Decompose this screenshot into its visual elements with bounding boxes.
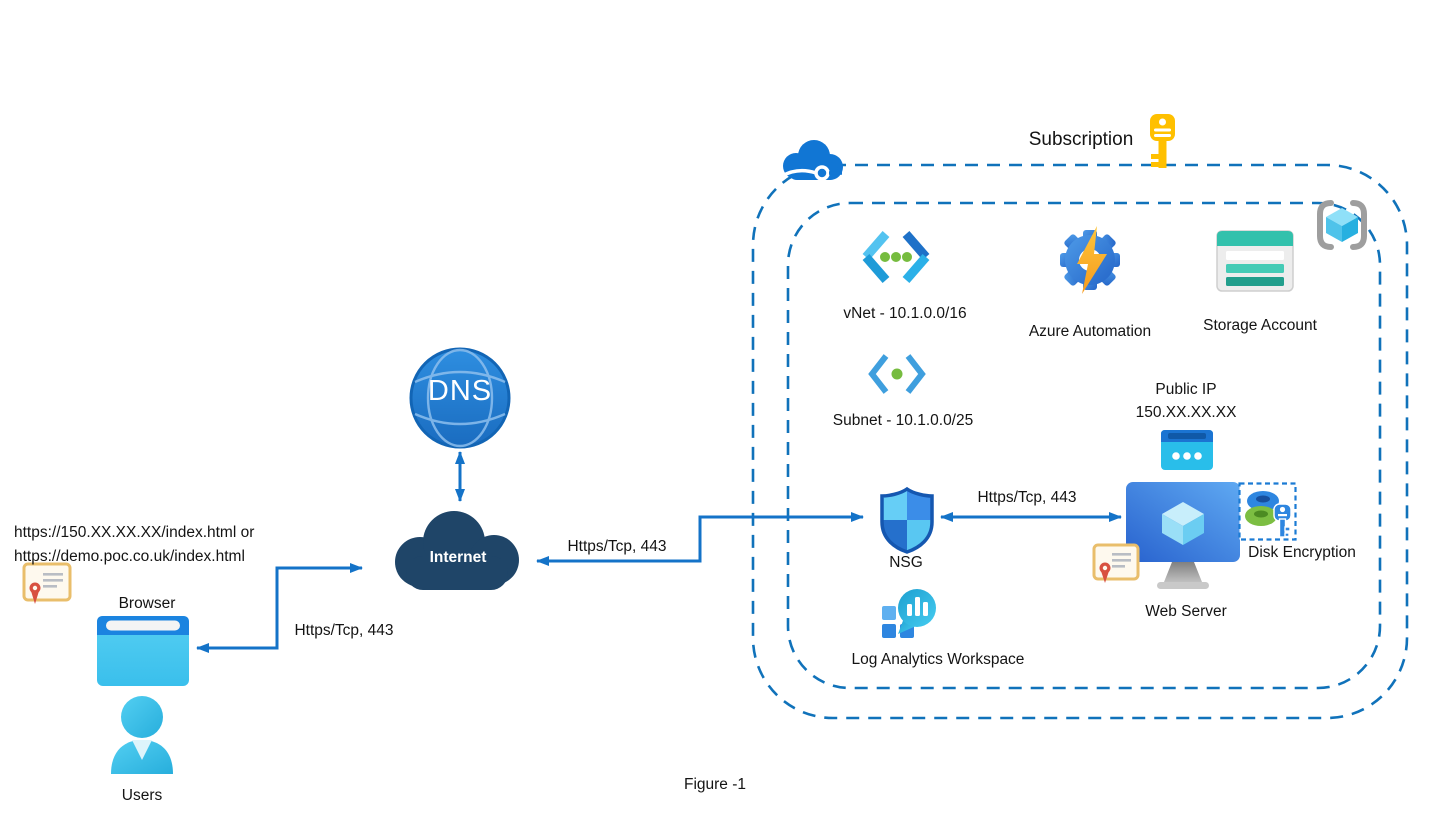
subnet-icon xyxy=(866,350,928,403)
internet-label: Internet xyxy=(429,549,487,566)
nsg-shield-icon xyxy=(878,486,936,561)
edge-label-browser-internet: Https/Tcp, 443 xyxy=(294,622,394,639)
resource-group-icon xyxy=(1313,198,1371,257)
web-server-label: Web Server xyxy=(1145,603,1227,620)
log-analytics-icon xyxy=(878,588,942,651)
subscription-boundary xyxy=(751,163,1409,720)
dns-icon xyxy=(408,346,512,455)
disk-encryption-icon xyxy=(1238,482,1300,549)
vnet-boundary xyxy=(786,201,1382,690)
vnet-icon xyxy=(858,228,934,291)
disk-encryption-label: Disk Encryption xyxy=(1248,544,1356,561)
certificate-icon xyxy=(1092,543,1140,590)
internet-cloud-icon xyxy=(380,502,530,599)
vnet-label: vNet - 10.1.0.0/16 xyxy=(843,305,967,322)
public-ip-line2: 150.XX.XX.XX xyxy=(1135,404,1237,421)
edge-label-internet-nsg: Https/Tcp, 443 xyxy=(567,538,667,555)
public-ip-line1: Public IP xyxy=(1155,381,1217,398)
subscription-label: Subscription xyxy=(1028,129,1134,150)
storage-account-label: Storage Account xyxy=(1203,317,1317,334)
url-line1: https://150.XX.XX.XX/index.html or xyxy=(14,524,255,541)
edge-internet-nsg xyxy=(536,512,864,566)
edge-browser-internet xyxy=(196,563,363,653)
browser-label: Browser xyxy=(118,595,176,612)
users-icon xyxy=(108,694,176,781)
subnet-label: Subnet - 10.1.0.0/25 xyxy=(832,412,974,429)
web-server-icon xyxy=(1126,480,1242,595)
subscription-key-icon xyxy=(1146,112,1180,175)
public-ip-label: Public IP 150.XX.XX.XX xyxy=(1086,378,1286,424)
figure-caption: Figure -1 xyxy=(683,776,747,793)
log-analytics-label: Log Analytics Workspace xyxy=(851,651,1025,668)
storage-account-icon xyxy=(1216,230,1294,297)
certificate-icon xyxy=(22,562,72,611)
edge-label-nsg-web: Https/Tcp, 443 xyxy=(977,489,1077,506)
url-line2: https://demo.poc.co.uk/index.html xyxy=(14,548,245,565)
azure-automation-icon xyxy=(1052,226,1130,301)
azure-cloud-icon xyxy=(776,136,848,195)
nsg-label: NSG xyxy=(889,554,923,571)
azure-automation-label: Azure Automation xyxy=(1028,323,1152,340)
browser-icon xyxy=(97,616,189,691)
dns-label: DNS xyxy=(427,375,493,407)
public-ip-icon xyxy=(1161,430,1213,475)
users-label: Users xyxy=(121,787,163,804)
url-text: https://150.XX.XX.XX/index.html or https… xyxy=(14,521,344,569)
